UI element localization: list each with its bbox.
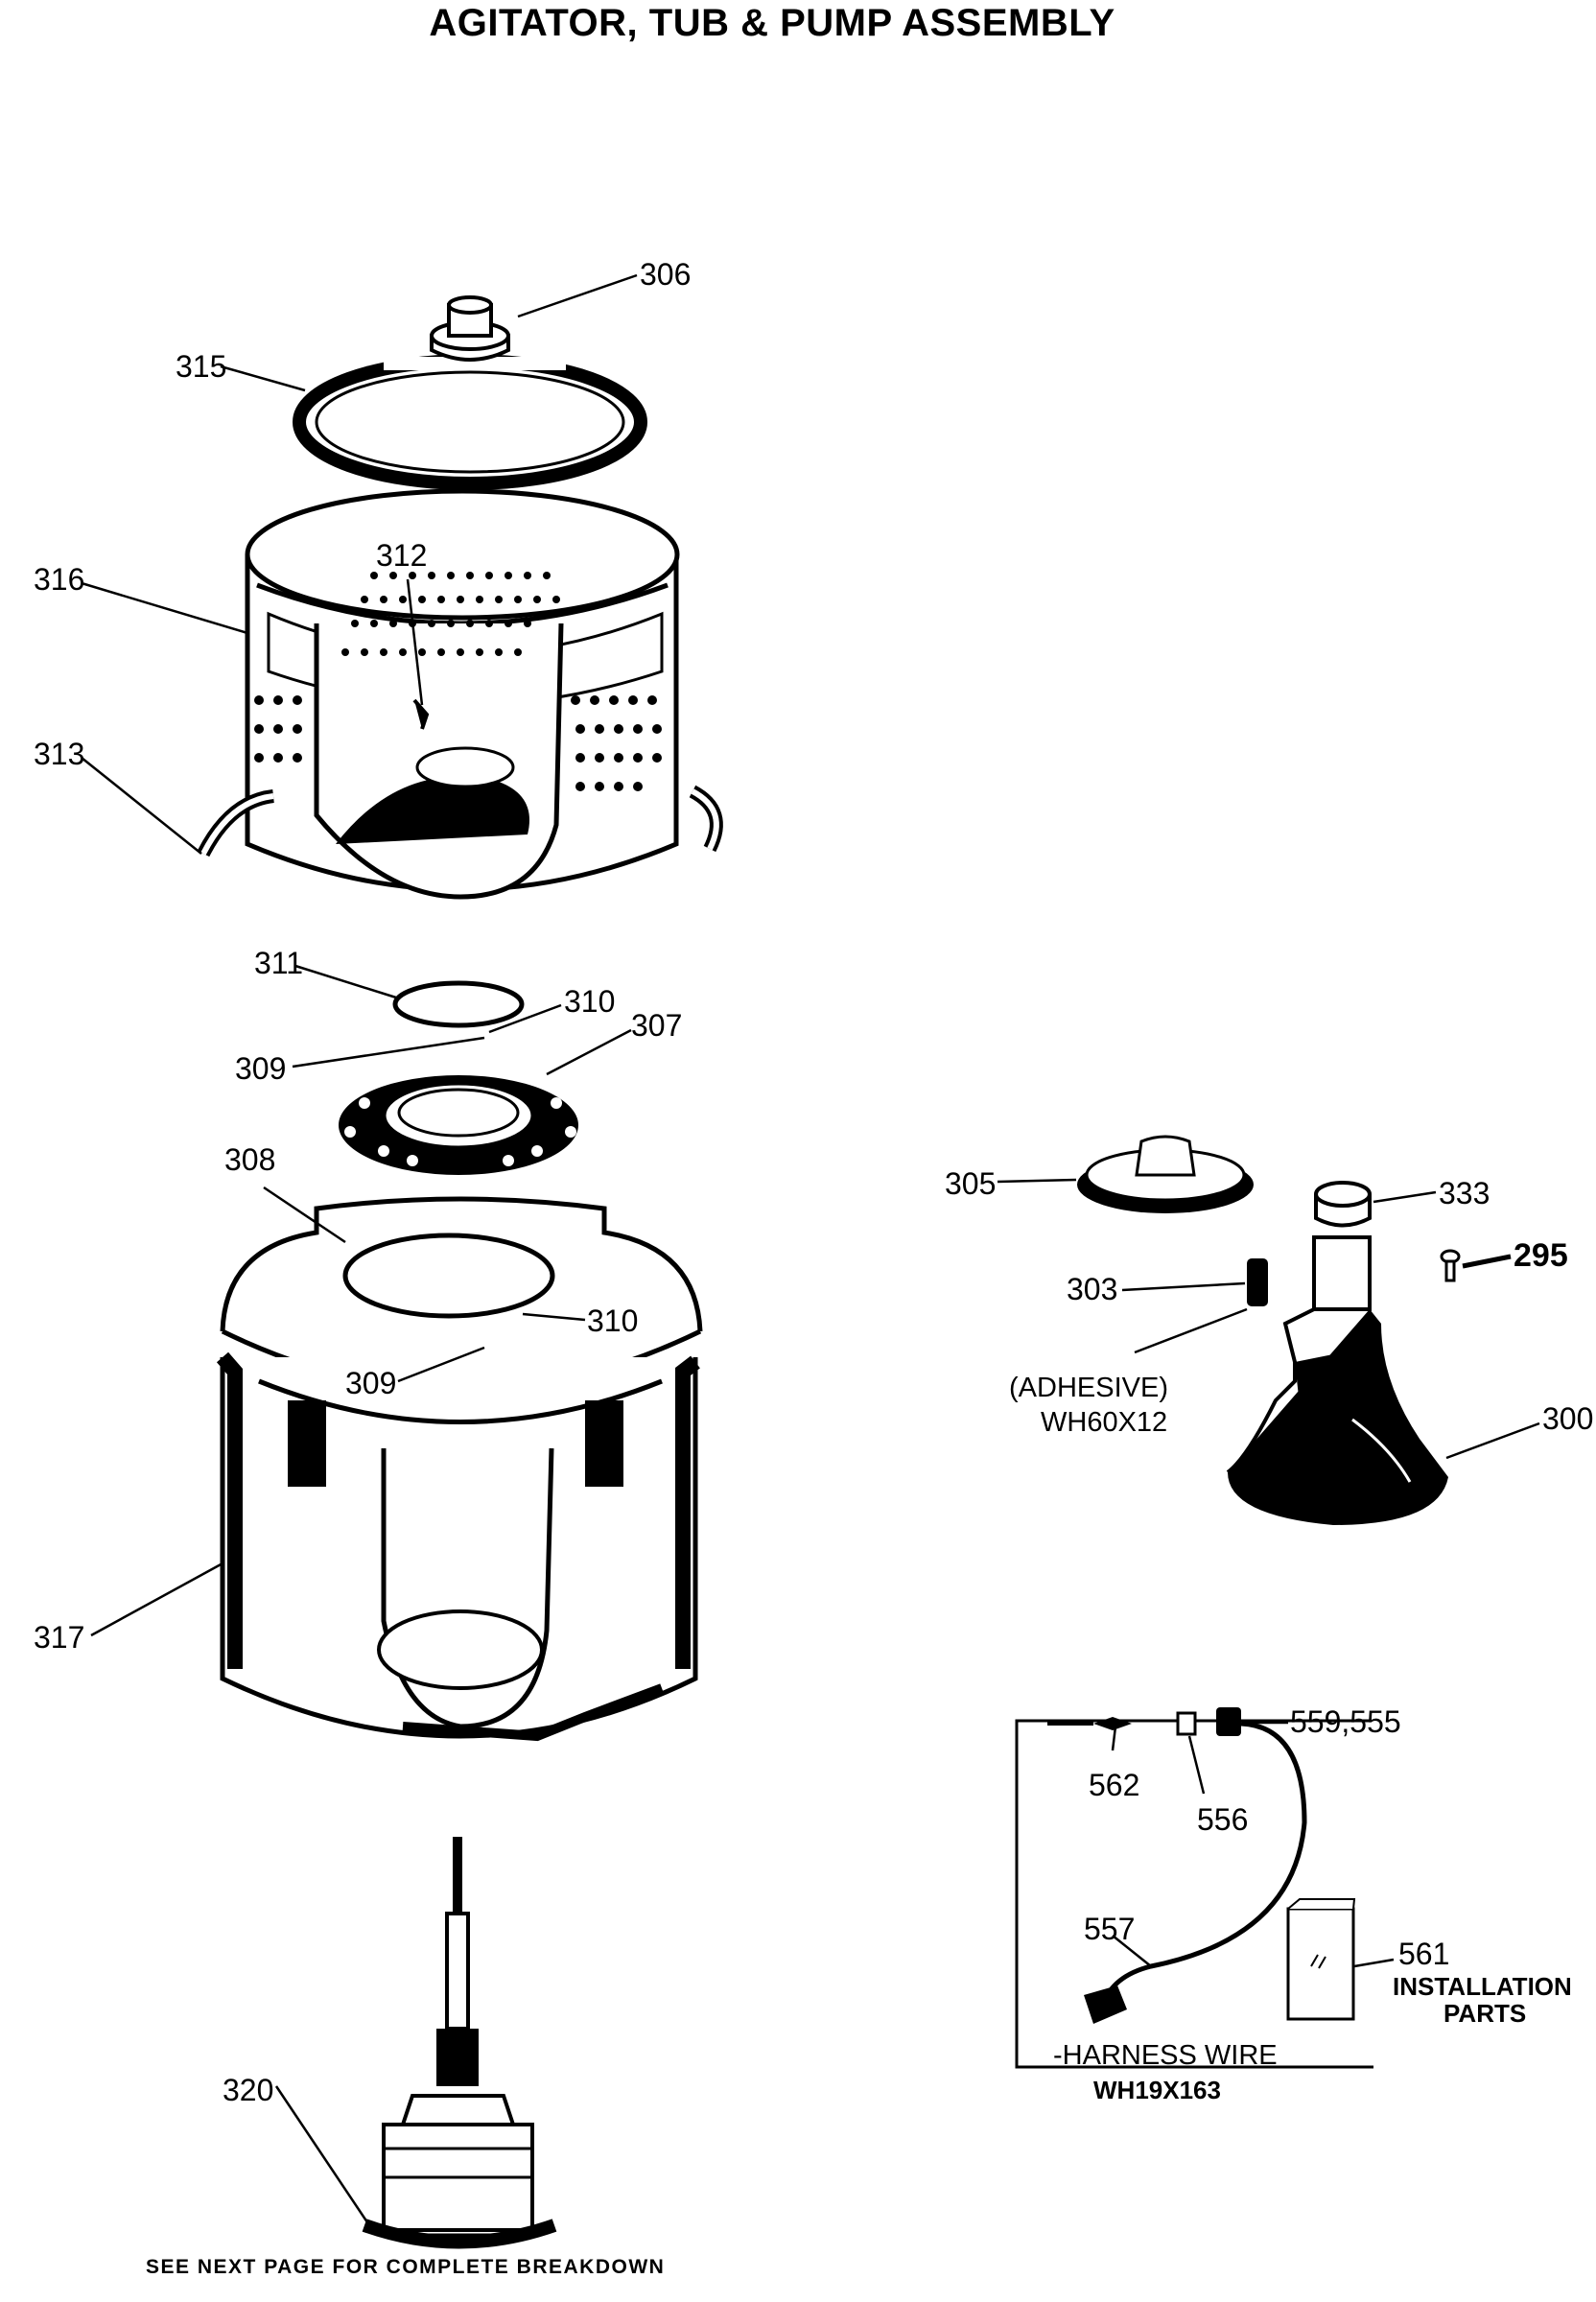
callout-311: 311 bbox=[254, 946, 303, 980]
callout-333: 333 bbox=[1439, 1176, 1490, 1210]
callout-561: 561 bbox=[1398, 1937, 1449, 1971]
callout-309-upper: 309 bbox=[235, 1051, 286, 1086]
agitator-cap-305 bbox=[1077, 1135, 1254, 1213]
installation-label: INSTALLATION bbox=[1393, 1972, 1572, 2001]
callout-308: 308 bbox=[224, 1142, 275, 1177]
callout-310-upper: 310 bbox=[564, 984, 615, 1019]
callout-295: 295 bbox=[1514, 1237, 1568, 1274]
callout-305: 305 bbox=[945, 1166, 996, 1201]
callout-313: 313 bbox=[34, 737, 84, 771]
hub-nut-306 bbox=[430, 295, 510, 362]
page-title: AGITATOR, TUB & PUMP ASSEMBLY bbox=[429, 2, 1115, 44]
tub-seal-307 bbox=[339, 1075, 578, 1175]
cap-333 bbox=[1314, 1181, 1372, 1228]
parts-label: PARTS bbox=[1443, 1999, 1526, 2028]
clamp-ring-308 bbox=[342, 1233, 555, 1319]
screw-295 bbox=[1440, 1249, 1461, 1282]
callout-307: 307 bbox=[631, 1008, 682, 1043]
callout-317: 317 bbox=[34, 1620, 84, 1655]
callout-315: 315 bbox=[176, 349, 226, 384]
agitator-300 bbox=[1226, 1235, 1448, 1525]
harness-part-number: WH19X163 bbox=[1093, 2076, 1221, 2104]
adhesive-note: (ADHESIVE) bbox=[1009, 1373, 1168, 1403]
callout-300: 300 bbox=[1542, 1401, 1593, 1436]
transmission-320 bbox=[362, 1837, 557, 2249]
installation-parts-box bbox=[1015, 1707, 1373, 2069]
callout-309-lower: 309 bbox=[345, 1366, 396, 1400]
dog-303 bbox=[1247, 1258, 1268, 1306]
callout-320: 320 bbox=[223, 2073, 273, 2107]
footer-note: SEE NEXT PAGE FOR COMPLETE BREAKDOWN bbox=[146, 2256, 666, 2278]
leader-lines bbox=[81, 273, 1540, 2226]
callout-562: 562 bbox=[1089, 1768, 1139, 1802]
callout-303: 303 bbox=[1067, 1272, 1117, 1306]
adhesive-part-number: WH60X12 bbox=[1041, 1407, 1167, 1438]
clamp-ring-311 bbox=[392, 980, 525, 1028]
callout-316: 316 bbox=[34, 562, 84, 597]
callout-306: 306 bbox=[640, 257, 691, 292]
callout-556: 556 bbox=[1197, 1802, 1248, 1837]
snubber-313 bbox=[197, 785, 723, 857]
callout-312: 312 bbox=[376, 538, 427, 573]
callout-310-lower: 310 bbox=[587, 1304, 638, 1338]
callout-557: 557 bbox=[1084, 1912, 1135, 1946]
wash-basket-316 bbox=[245, 488, 680, 900]
balance-ring-315 bbox=[293, 354, 647, 490]
outer-tub-317 bbox=[216, 1196, 703, 1742]
callout-559-555: 559,555 bbox=[1290, 1704, 1401, 1739]
harness-wire-label: -HARNESS WIRE bbox=[1053, 2040, 1278, 2071]
